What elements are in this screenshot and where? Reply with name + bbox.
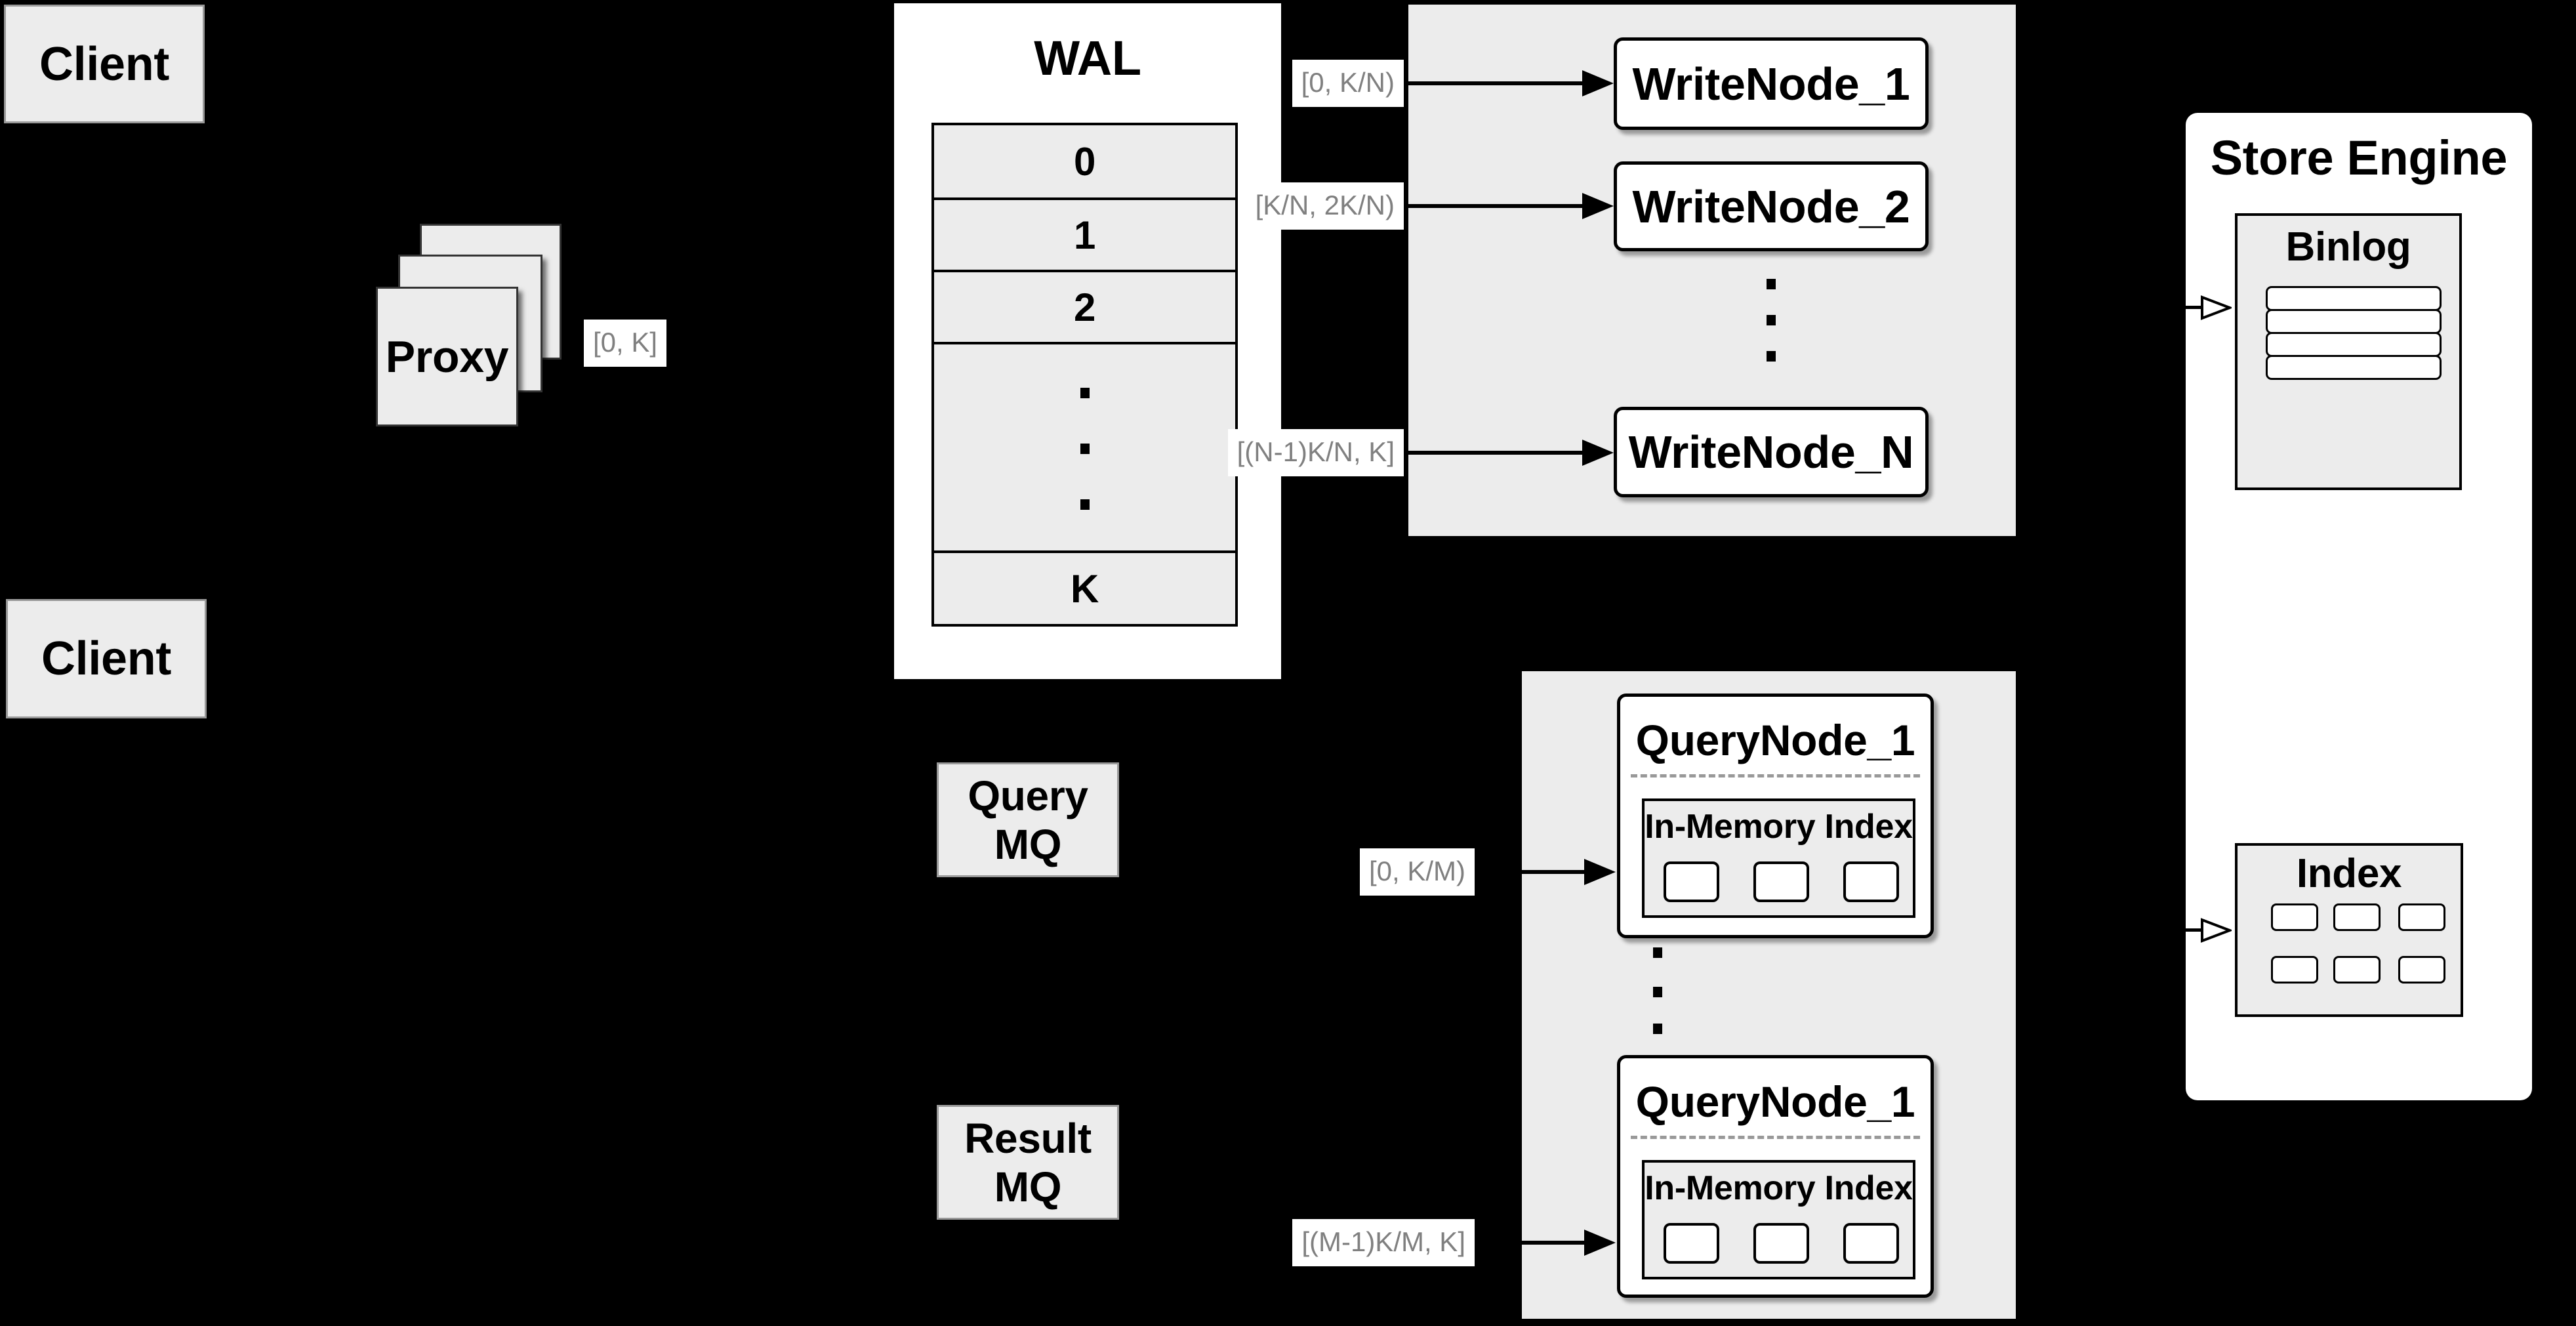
querynode-1-title: QueryNode_1 xyxy=(1635,716,1915,764)
binlog-row xyxy=(2266,355,2442,380)
segment-square xyxy=(1843,861,1899,902)
querynode-1-box: QueryNode_1 In-Memory Index xyxy=(1617,694,1934,938)
open-arrowhead-index xyxy=(2201,918,2232,943)
arrow-to-querynode-m xyxy=(1476,1241,1586,1245)
range-chip-write-n: [(N-1)K/N, K] xyxy=(1227,429,1404,476)
range-chip-write-2: [K/N, 2K/N) xyxy=(1246,182,1404,230)
arrowhead-to-writenode-2 xyxy=(1582,193,1614,219)
result-mq-box: Result MQ xyxy=(937,1105,1119,1220)
client-top-box: Client xyxy=(4,5,205,123)
binlog-row xyxy=(2266,332,2442,357)
range-chip-query-1: [0, K/M) xyxy=(1359,848,1475,896)
binlog-row xyxy=(2266,309,2442,334)
arrowhead-to-querynode-1 xyxy=(1584,859,1616,885)
writenode-2-box: WriteNode_2 xyxy=(1614,161,1929,251)
writenode-1-box: WriteNode_1 xyxy=(1614,37,1929,130)
arrow-to-writenode-n xyxy=(1404,451,1584,455)
store-engine-title: Store Engine xyxy=(2210,130,2508,185)
in-memory-index-title-1: In-Memory Index xyxy=(1645,808,1913,846)
wal-row-2: 2 xyxy=(934,270,1235,342)
binlog-rows xyxy=(2266,286,2442,380)
arrowhead-to-writenode-1 xyxy=(1582,70,1614,96)
index-cell xyxy=(2271,956,2318,984)
segment-square xyxy=(1664,861,1719,902)
arrowhead-to-querynode-m xyxy=(1584,1230,1616,1256)
dashed-separator xyxy=(1631,1136,1920,1139)
in-memory-index-title-2: In-Memory Index xyxy=(1645,1169,1913,1207)
index-cell xyxy=(2333,956,2381,984)
ellipsis-dot xyxy=(1080,444,1090,454)
range-chip-write-1: [0, K/N) xyxy=(1292,60,1404,107)
store-engine-panel: Store Engine Binlog Index xyxy=(2186,113,2532,1100)
range-chip-query-m: [(M-1)K/M, K] xyxy=(1292,1219,1475,1266)
index-cell xyxy=(2333,903,2381,931)
ellipsis-dot xyxy=(1080,388,1090,398)
wal-row-0: 0 xyxy=(934,125,1235,197)
dashed-separator xyxy=(1631,774,1920,777)
segment-square xyxy=(1753,1223,1809,1264)
arrow-to-binlog xyxy=(2125,306,2204,309)
arrow-to-writenode-2 xyxy=(1404,204,1584,208)
wal-row-ellipsis xyxy=(934,342,1235,550)
in-memory-index-box-2: In-Memory Index xyxy=(1642,1160,1915,1279)
ellipsis-dot xyxy=(1653,987,1662,997)
wal-panel: WAL 0 1 2 K xyxy=(894,3,1281,679)
client-bottom-box: Client xyxy=(6,599,207,718)
index-cell xyxy=(2398,956,2445,984)
wal-title: WAL xyxy=(1034,30,1141,85)
segment-square xyxy=(1664,1223,1719,1264)
ellipsis-dot xyxy=(1080,499,1090,510)
arrow-to-writenode-1 xyxy=(1404,81,1584,85)
segment-square xyxy=(1843,1223,1899,1264)
open-arrowhead-binlog xyxy=(2201,295,2232,320)
binlog-title: Binlog xyxy=(2285,224,2411,270)
in-memory-index-box-1: In-Memory Index xyxy=(1642,798,1915,918)
index-title: Index xyxy=(2296,850,2402,896)
wal-row-k: K xyxy=(934,550,1235,624)
segment-square xyxy=(1753,861,1809,902)
ellipsis-dot xyxy=(1767,351,1776,362)
binlog-box: Binlog xyxy=(2235,213,2462,490)
wal-table: 0 1 2 K xyxy=(931,123,1238,627)
ellipsis-dot xyxy=(1653,1024,1662,1034)
ellipsis-dot xyxy=(1653,947,1662,958)
arrow-to-querynode-1 xyxy=(1476,870,1586,874)
index-cell xyxy=(2398,903,2445,931)
ellipsis-dot xyxy=(1767,315,1776,325)
arrowhead-to-writenode-n xyxy=(1582,440,1614,466)
proxy-box: Proxy xyxy=(376,287,518,426)
wal-row-1: 1 xyxy=(934,197,1235,270)
binlog-row xyxy=(2266,286,2442,311)
ellipsis-dot xyxy=(1767,279,1776,289)
arrow-to-index xyxy=(2125,928,2204,932)
index-cell xyxy=(2271,903,2318,931)
querynode-2-box: QueryNode_1 In-Memory Index xyxy=(1617,1055,1934,1298)
index-box: Index xyxy=(2235,843,2463,1017)
querynode-2-title: QueryNode_1 xyxy=(1635,1077,1915,1126)
query-mq-box: Query MQ xyxy=(937,762,1119,877)
writenode-n-box: WriteNode_N xyxy=(1614,407,1929,497)
range-chip-proxy-out: [0, K] xyxy=(584,320,667,367)
